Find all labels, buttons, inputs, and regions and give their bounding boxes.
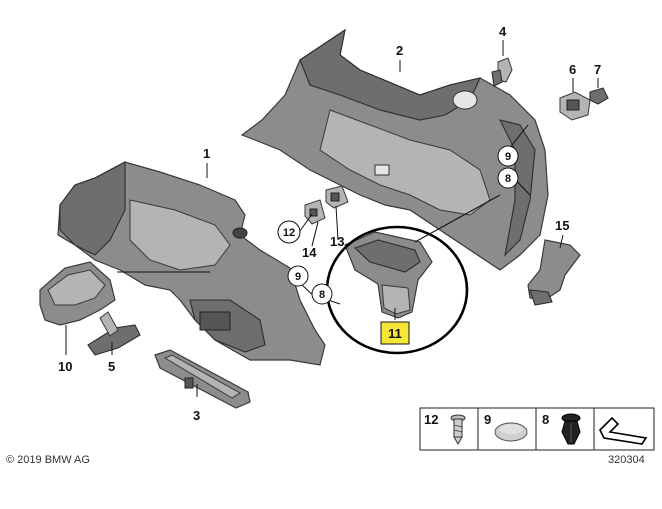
label-part-15: 15	[555, 218, 569, 233]
part-11-storage-tray	[344, 231, 433, 319]
svg-text:12: 12	[283, 227, 295, 239]
label-part-14: 14	[302, 245, 317, 260]
screw-icon	[450, 414, 466, 446]
label-part-4: 4	[499, 24, 507, 39]
copyright-notice: © 2019 BMW AG	[6, 454, 90, 466]
label-part-5: 5	[108, 359, 115, 374]
part-10-corner-trim	[39, 261, 116, 326]
legend-cell-8: 8	[542, 412, 549, 427]
part-7-mount	[589, 87, 609, 105]
label-part-8-upper: 8	[497, 167, 519, 189]
diagram-id: 320304	[608, 454, 645, 466]
legend-cell-12: 12	[424, 412, 438, 427]
label-part-11-highlighted: 11	[380, 321, 410, 345]
part-4-clip	[491, 57, 513, 87]
cap-icon	[494, 422, 528, 442]
expanding-clip-icon	[561, 413, 581, 445]
fastener-legend: 12 9 8	[419, 407, 655, 451]
label-part-9-upper: 9	[497, 145, 519, 167]
label-part-3: 3	[193, 408, 200, 423]
part-1-left-trunk-trim	[57, 161, 326, 366]
part-3-sill-strip	[154, 349, 251, 409]
part-13-clip	[325, 185, 349, 209]
svg-text:8: 8	[319, 289, 325, 301]
svg-text:8: 8	[505, 173, 511, 185]
label-part-6: 6	[569, 62, 576, 77]
svg-text:9: 9	[295, 271, 301, 283]
svg-text:9: 9	[505, 151, 511, 163]
label-part-8-lower: 8	[311, 283, 333, 305]
label-part-10: 10	[58, 359, 72, 374]
label-part-9-lower: 9	[287, 265, 309, 287]
label-part-7: 7	[594, 62, 601, 77]
trim-tool-icon	[599, 416, 648, 445]
part-14-clip	[304, 199, 326, 225]
part-15-bracket	[527, 239, 581, 306]
part-5-bracket	[87, 311, 141, 356]
label-part-13: 13	[330, 234, 344, 249]
part-6-mount	[559, 91, 591, 121]
svg-text:11: 11	[388, 326, 402, 341]
label-part-12: 12	[277, 220, 301, 244]
legend-cell-9: 9	[484, 412, 491, 427]
label-part-1: 1	[203, 146, 210, 161]
part-2-trunk-side-trim	[240, 28, 549, 271]
label-part-2: 2	[396, 43, 403, 58]
